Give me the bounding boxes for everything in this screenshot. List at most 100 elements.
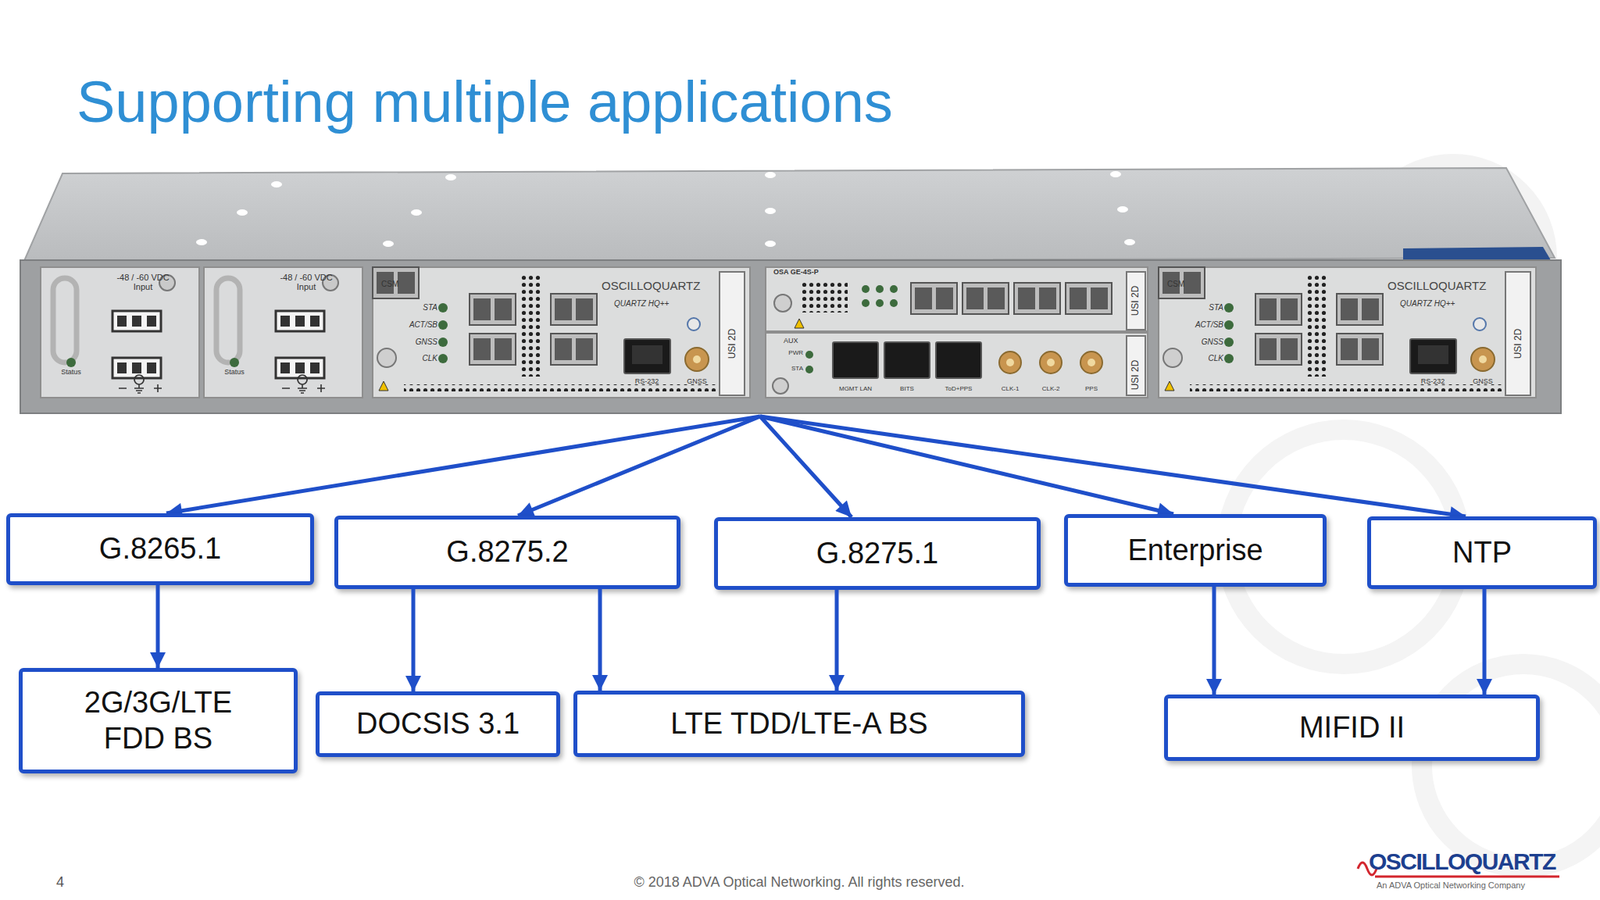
application-box: MIFID II (1164, 694, 1540, 761)
screw-dot (445, 174, 457, 181)
sfp-cage (962, 282, 1009, 315)
box-label: G.8265.1 (99, 531, 222, 568)
box-label: Enterprise (1127, 532, 1263, 569)
connector-arrow (598, 589, 603, 691)
footer-text: © 2018 ADVA Optical Networking. All righ… (633, 875, 965, 891)
connector-arrow (156, 585, 161, 668)
device-label: GNSS (1472, 378, 1493, 386)
screw (774, 294, 792, 312)
device-label: Status (60, 368, 82, 377)
led (889, 299, 898, 308)
application-box: G.8265.1 (6, 513, 315, 586)
screw-dot (1117, 206, 1129, 213)
sfp-cage (1065, 282, 1112, 315)
interface-module (765, 267, 1148, 398)
device-label: ACT/SB (409, 320, 438, 329)
device-label: USI 2D (1513, 328, 1524, 360)
model-badge (1403, 246, 1551, 261)
device-label: AUX (783, 337, 799, 346)
device-label: OSA GE-4S-P (773, 268, 819, 277)
footer-text: 4 (56, 875, 65, 891)
application-arrow (760, 416, 852, 518)
top-screws (196, 171, 1136, 247)
connector-arrow (1482, 589, 1487, 695)
sma-connector (1039, 351, 1062, 374)
device-label: USI 2D (1130, 285, 1141, 317)
screw-dot (382, 240, 394, 247)
device-label: CLK-1 (1001, 385, 1020, 393)
device-label: GNSS (686, 378, 708, 386)
sfp-cage (910, 282, 958, 315)
device-label: USI 2D (1130, 360, 1141, 391)
device-label: PWR (788, 350, 804, 358)
sma-pin (1006, 358, 1015, 367)
sma-connector (1080, 351, 1103, 374)
connector-arrow (835, 589, 840, 691)
box-label: 2G/3G/LTE FDD BS (72, 685, 245, 757)
sfp-cage (469, 293, 516, 325)
device-label: CSM (381, 279, 399, 289)
device-label: GNSS (415, 337, 438, 347)
device-label: BITS (900, 385, 915, 393)
chassis-top (23, 167, 1555, 263)
led (805, 350, 814, 359)
device-label: MGMT LAN (839, 385, 872, 393)
power-supply (40, 267, 200, 398)
box-label: MIFID II (1299, 710, 1405, 747)
rj45-port (884, 342, 930, 379)
device-label: ACT/SB (1195, 320, 1224, 329)
power-supply (203, 267, 363, 398)
screw-dot (1110, 171, 1122, 178)
usi-tab (1126, 271, 1146, 330)
box-label: G.8275.2 (446, 534, 568, 571)
sfp-cage (1255, 293, 1302, 325)
application-box: NTP (1367, 516, 1597, 590)
rj45-port (935, 342, 982, 379)
device-label: Status (224, 368, 245, 377)
device-label: RS-232 (635, 378, 660, 386)
device-label: RS-232 (1421, 378, 1446, 386)
box-label: LTE TDD/LTE-A BS (670, 706, 928, 743)
application-box: LTE TDD/LTE-A BS (573, 690, 1025, 758)
device-label: CSM (1167, 279, 1185, 289)
device-label: CLK-2 (1042, 385, 1061, 393)
application-arrow (760, 416, 1466, 517)
chassis-front (20, 260, 1561, 414)
screw (772, 378, 789, 394)
screw-dot (410, 209, 422, 216)
device-label: STA (791, 365, 804, 373)
connector-arrow (411, 589, 416, 692)
screw-dot (196, 239, 208, 246)
clock-module (1158, 267, 1536, 398)
screw-dot (1124, 239, 1136, 246)
footer-text: OSCILLOQUARTZ (1368, 848, 1556, 875)
device-label: STA (1208, 303, 1224, 312)
device-label: QUARTZ HQ++ (614, 299, 669, 308)
vent-grid (800, 279, 848, 313)
sma-connector (999, 351, 1022, 374)
led (875, 285, 884, 293)
device-label: CLK (422, 353, 438, 363)
device-label: CLK (1208, 353, 1224, 363)
application-box: DOCSIS 3.1 (315, 691, 561, 758)
device-label: PPS (1085, 385, 1098, 393)
usi-tab (1126, 335, 1146, 396)
device-label: USI 2D (727, 328, 738, 360)
rj45-port (832, 342, 879, 379)
warning-symbol (794, 318, 804, 329)
led (861, 299, 870, 308)
module-panel (765, 332, 1148, 398)
screw-dot (236, 209, 248, 216)
device-label: ToD+PPS (945, 385, 973, 393)
screw-dot (764, 207, 776, 215)
device-arrows (166, 416, 1466, 518)
application-box: G.8275.1 (714, 517, 1041, 590)
sma-pin (1046, 358, 1055, 367)
module-panel (765, 267, 1148, 332)
footer-text: An ADVA Optical Networking Company (1376, 880, 1525, 890)
led (889, 285, 898, 293)
